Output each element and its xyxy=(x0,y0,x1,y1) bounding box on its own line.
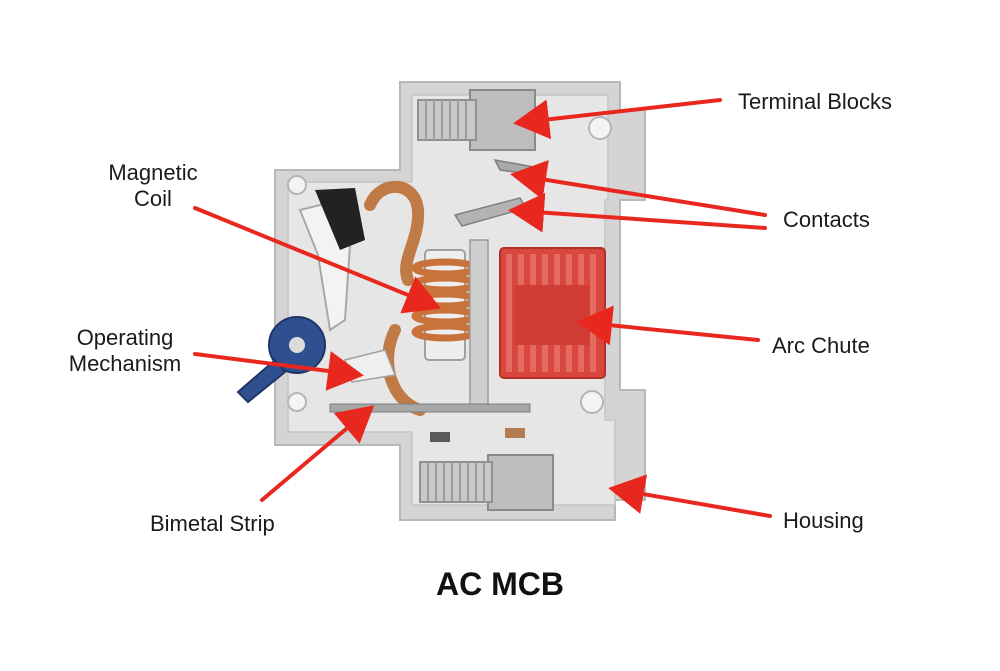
housing-hole-2 xyxy=(287,392,307,412)
arrow-arc-chute xyxy=(576,305,760,346)
label-bimetal-strip: Bimetal Strip xyxy=(150,511,275,536)
bottom-terminal-screw xyxy=(419,461,493,503)
arrow-terminal-blocks xyxy=(513,98,722,140)
label-operating-mechanism-line1: Operating xyxy=(76,325,174,350)
label-magnetic-coil-line1: Magnetic xyxy=(108,160,198,185)
label-operating-mechanism-line2: Mechanism xyxy=(68,351,182,376)
label-magnetic-coil-line2: Coil xyxy=(134,186,172,211)
arrow-contacts-upper xyxy=(510,160,767,217)
housing-hole-3 xyxy=(588,116,612,140)
bottom-terminal-cage xyxy=(487,454,554,511)
label-arc-chute: Arc Chute xyxy=(772,333,870,358)
arrow-operating-mechanism xyxy=(193,351,364,391)
arrow-housing xyxy=(608,474,772,518)
housing-hole-4 xyxy=(580,390,604,414)
label-magnetic-coil: Magnetic Coil xyxy=(88,160,218,212)
coil-frame xyxy=(469,239,489,411)
arrow-magnetic-coil xyxy=(193,206,442,314)
diagram-title: AC MCB xyxy=(436,566,564,602)
operating-handle xyxy=(236,358,287,404)
label-operating-mechanism: Operating Mechanism xyxy=(55,325,195,377)
label-contacts: Contacts xyxy=(783,207,870,232)
label-housing: Housing xyxy=(783,508,864,533)
label-terminal-blocks: Terminal Blocks xyxy=(738,89,893,114)
arrow-contacts-lower xyxy=(508,192,767,233)
housing-hole-1 xyxy=(287,175,307,195)
bimetal-strip xyxy=(329,403,531,413)
leader-arrows xyxy=(193,98,772,518)
black-latch xyxy=(315,188,365,250)
arrow-bimetal-strip xyxy=(260,405,375,502)
